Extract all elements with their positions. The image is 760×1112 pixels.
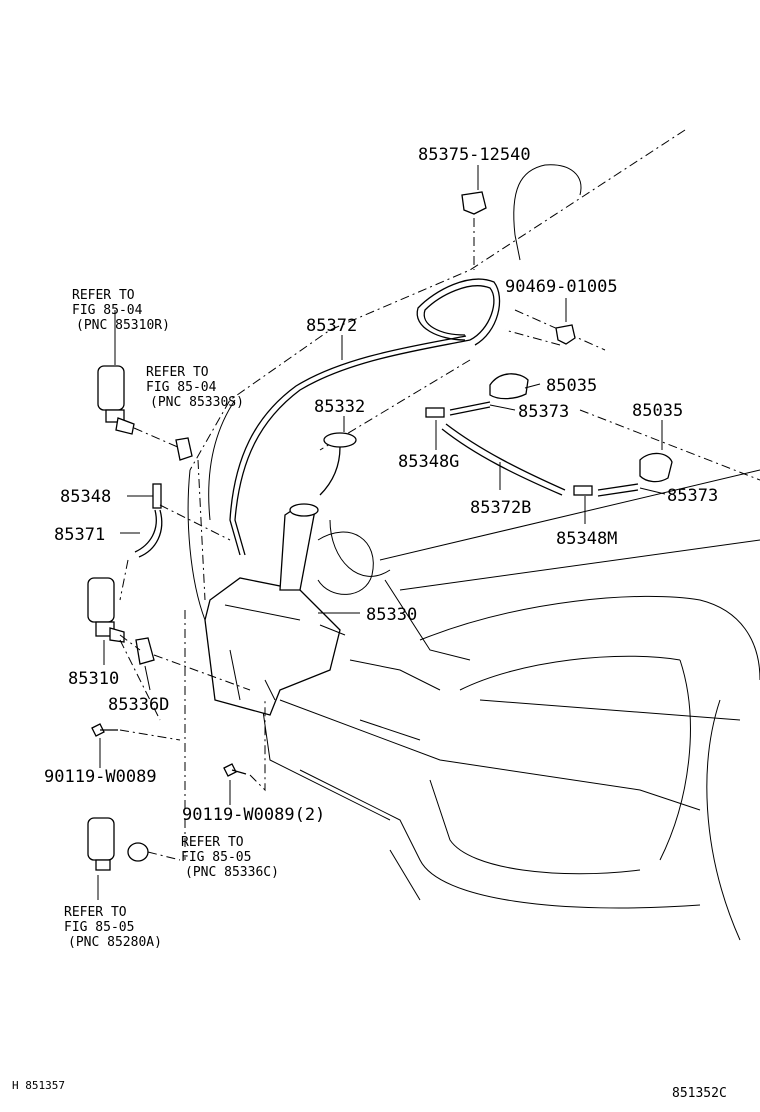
label-85332: 85332 [314, 397, 365, 417]
joint-85348 [152, 483, 162, 509]
corner-code-right: 851352C [672, 1086, 727, 1101]
label-85348g: 85348G [398, 452, 459, 472]
label-85348: 85348 [60, 487, 111, 507]
label-85035-right: 85035 [632, 401, 683, 421]
ref-85330s-line3: (PNC 85330S) [150, 395, 244, 410]
label-85348m: 85348M [556, 529, 617, 549]
parts [87, 191, 673, 871]
nozzle-85035-right [639, 452, 673, 483]
ref-85336c-line1: REFER TO [181, 835, 244, 850]
nozzle-85035-upper [489, 373, 529, 400]
clip-90469-01005 [555, 324, 576, 345]
label-90119-w0089-2: 90119-W0089(2) [182, 805, 325, 825]
cap-85332 [323, 432, 357, 448]
grommet-ref-85336c [127, 842, 149, 862]
label-85372b: 85372B [470, 498, 531, 518]
label-leaders [97, 165, 666, 900]
washer-hoses [134, 278, 639, 558]
label-85373-right: 85373 [667, 486, 718, 506]
grommet-ref-85330s [175, 437, 193, 461]
ref-85310r-line3: (PNC 85310R) [76, 318, 170, 333]
reference-notes: REFER TO FIG 85-04 (PNC 85310R) REFER TO… [64, 288, 279, 950]
ref-85310r-line2: FIG 85-04 [72, 303, 143, 318]
label-85330: 85330 [366, 605, 417, 625]
part-labels: 85375-12540 90469-01005 85372 85035 8537… [44, 145, 718, 825]
pump-85310 [87, 577, 115, 623]
ref-85280a-line3: (PNC 85280A) [68, 935, 162, 950]
joint-85348g [425, 407, 445, 418]
vehicle-body-outline [187, 129, 760, 941]
joint-85348m [573, 485, 593, 496]
label-85373-upper: 85373 [518, 402, 569, 422]
label-85310: 85310 [68, 669, 119, 689]
ref-85310r-line1: REFER TO [72, 288, 135, 303]
tank-85330 [204, 503, 346, 716]
grommet-85336d [135, 637, 155, 665]
pump-ref-85280a [87, 817, 115, 861]
ref-85280a-line2: FIG 85-05 [64, 920, 134, 935]
corner-code-left: H 851357 [12, 1079, 65, 1092]
label-85372: 85372 [306, 316, 357, 336]
pump-ref-85310r [97, 365, 125, 411]
label-85371: 85371 [54, 525, 105, 545]
label-85336d: 85336D [108, 695, 169, 715]
ref-85336c-line2: FIG 85-05 [181, 850, 251, 865]
bolt-90119-w0089-b [223, 763, 247, 777]
ref-85280a-line1: REFER TO [64, 905, 127, 920]
bolt-90119-w0089-a [91, 723, 118, 737]
dashed-guides [119, 218, 561, 861]
clip-85375-12540 [461, 191, 487, 215]
ref-85336c-line3: (PNC 85336C) [185, 865, 279, 880]
label-90469-01005: 90469-01005 [505, 277, 618, 297]
label-85035-upper: 85035 [546, 376, 597, 396]
ref-85330s-line1: REFER TO [146, 365, 209, 380]
label-85375-12540: 85375-12540 [418, 145, 531, 165]
label-90119-w0089: 90119-W0089 [44, 767, 157, 787]
ref-85330s-line2: FIG 85-04 [146, 380, 217, 395]
